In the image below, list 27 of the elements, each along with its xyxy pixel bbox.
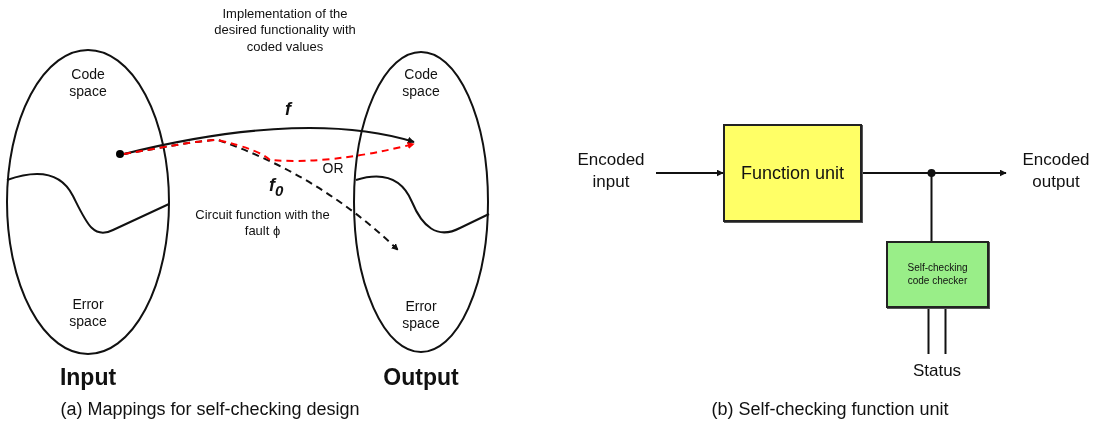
caption: (b) Self-checking function unit — [710, 398, 950, 421]
set-title: Input — [58, 364, 118, 391]
region-label: Error space — [401, 298, 441, 332]
region-label: Code space — [401, 66, 441, 100]
note-text: Circuit function with the fault ϕ — [195, 207, 330, 240]
edge-label: f$_{0}$ — [268, 176, 285, 198]
region-label: Error space — [68, 296, 108, 330]
connector-line — [927, 307, 930, 355]
edge-label: f — [284, 100, 292, 118]
caption: (a) Mappings for self-checking design — [59, 398, 361, 421]
function-block: Function unit — [723, 124, 862, 222]
arrow — [123, 127, 415, 155]
connector-line — [944, 307, 947, 355]
function-block: Self-checking code checker — [886, 241, 989, 308]
set-title: Output — [382, 364, 460, 391]
set-ellipse — [5, 48, 171, 393]
connector-line — [861, 172, 933, 242]
point-dot — [116, 150, 124, 158]
note-text: Implementation of the desired functionality with coded values — [213, 6, 357, 55]
note-text: OR — [321, 160, 345, 178]
signal-label: Encoded input — [566, 146, 656, 196]
arrow — [655, 169, 724, 177]
signal-label: Status — [900, 356, 974, 386]
region-label: Code space — [68, 66, 108, 100]
set-ellipse — [352, 52, 490, 393]
arrow — [123, 139, 415, 162]
signal-label: Encoded output — [1008, 146, 1104, 196]
